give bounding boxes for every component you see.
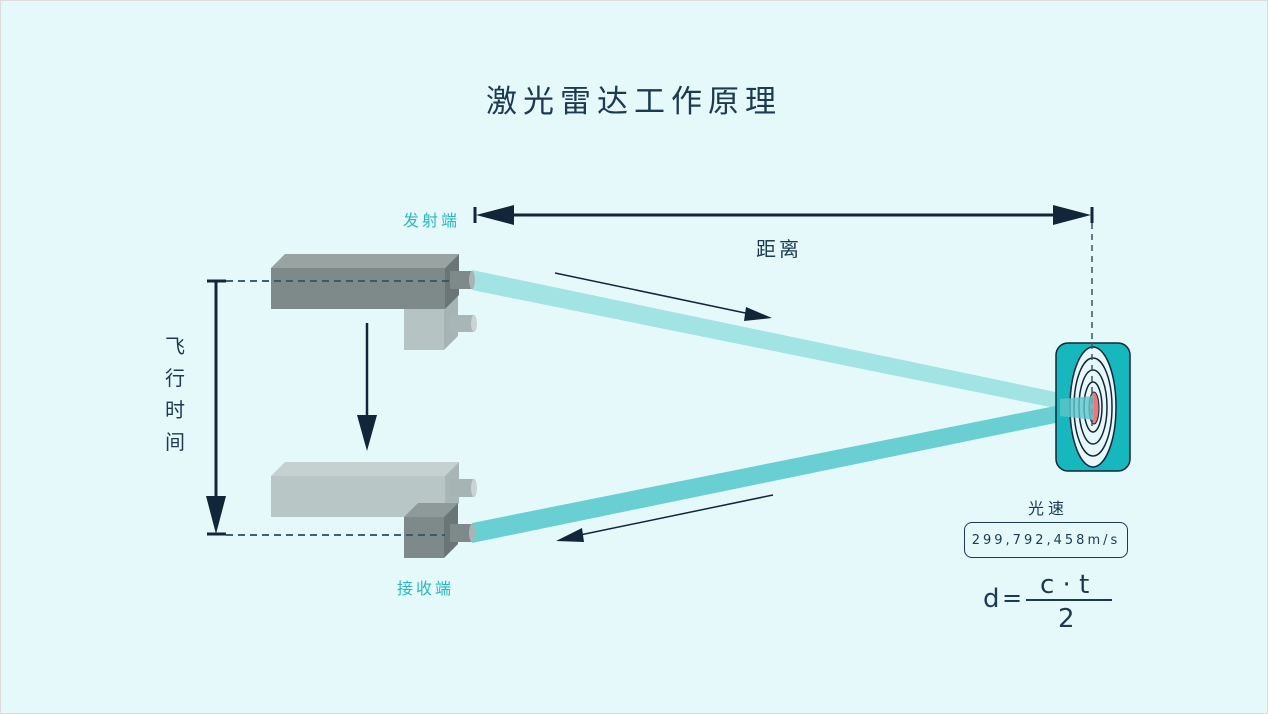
speed-of-light-value: 299,792,458m/s [964,522,1128,558]
flight-time-char: 间 [165,430,185,454]
outgoing-direction-arrow [554,272,772,321]
flight-time-char: 时 [165,398,185,422]
return-direction-arrow [556,494,774,542]
receiver-label: 接收端 [397,579,455,598]
target [1055,342,1131,472]
speed-of-light-label: 光速 [1028,499,1069,518]
page-title: 激光雷达工作原理 [486,84,782,120]
return-beam [472,403,1070,543]
distance-label: 距离 [756,237,802,261]
flight-time-arrow [206,279,226,536]
formula-numerator: c · t [1040,570,1090,600]
outgoing-beam [472,270,1070,411]
transmitter-device [271,254,477,350]
transmitter-label: 发射端 [403,211,461,230]
formula-denominator: 2 [1058,604,1075,634]
formula-lhs: d [983,584,1000,614]
receiver-device [271,462,477,558]
distance-arrow [473,205,1094,225]
flight-time-char: 行 [165,366,185,390]
formula-equals: = [1002,584,1023,612]
flight-time-label: 飞 行 时 间 [163,330,187,458]
fraction-bar [1026,599,1112,601]
flight-time-char: 飞 [165,334,185,358]
device-move-arrow [357,323,377,451]
